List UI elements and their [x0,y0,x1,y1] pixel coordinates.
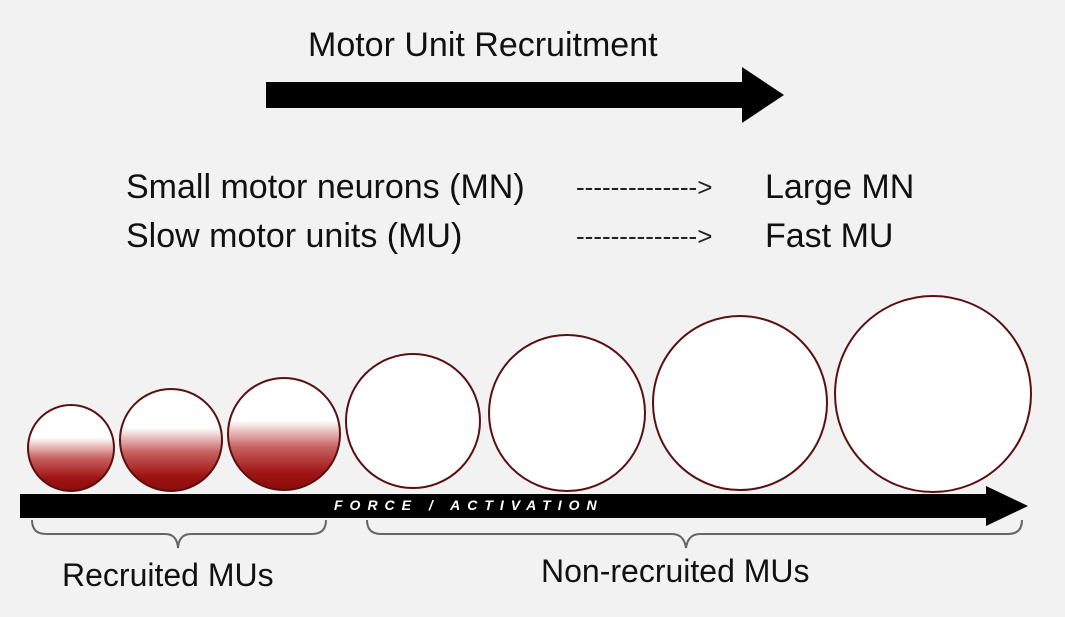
recruitment-arrow [266,67,784,123]
row1-right-text: Large MN [765,168,915,206]
diagram-title: Motor Unit Recruitment [308,26,658,64]
motor-unit-circle-1 [27,404,115,492]
motor-unit-circle-6 [652,315,828,491]
row1-arrow: --------------> [576,172,713,202]
non-recruited-mus-label: Non-recruited MUs [541,553,810,589]
motor-unit-circle-7 [834,295,1032,493]
recruited-brace [31,519,327,549]
motor-unit-circle-3 [227,377,341,491]
row1-left-text: Small motor neurons (MN) [126,168,525,206]
motor-unit-circles [27,295,1032,493]
row2-right-text: Fast MU [765,217,894,255]
force-activation-label: FORCE / ACTIVATION [334,497,604,513]
row2-arrow: --------------> [576,221,713,251]
row2-left-text: Slow motor units (MU) [126,217,463,255]
motor-unit-circle-5 [488,334,646,492]
recruited-mus-label: Recruited MUs [62,557,274,593]
non-recruited-brace [366,519,1023,549]
motor-unit-circle-4 [345,353,481,489]
force-arrow [20,486,1028,526]
motor-unit-circle-2 [119,388,223,492]
